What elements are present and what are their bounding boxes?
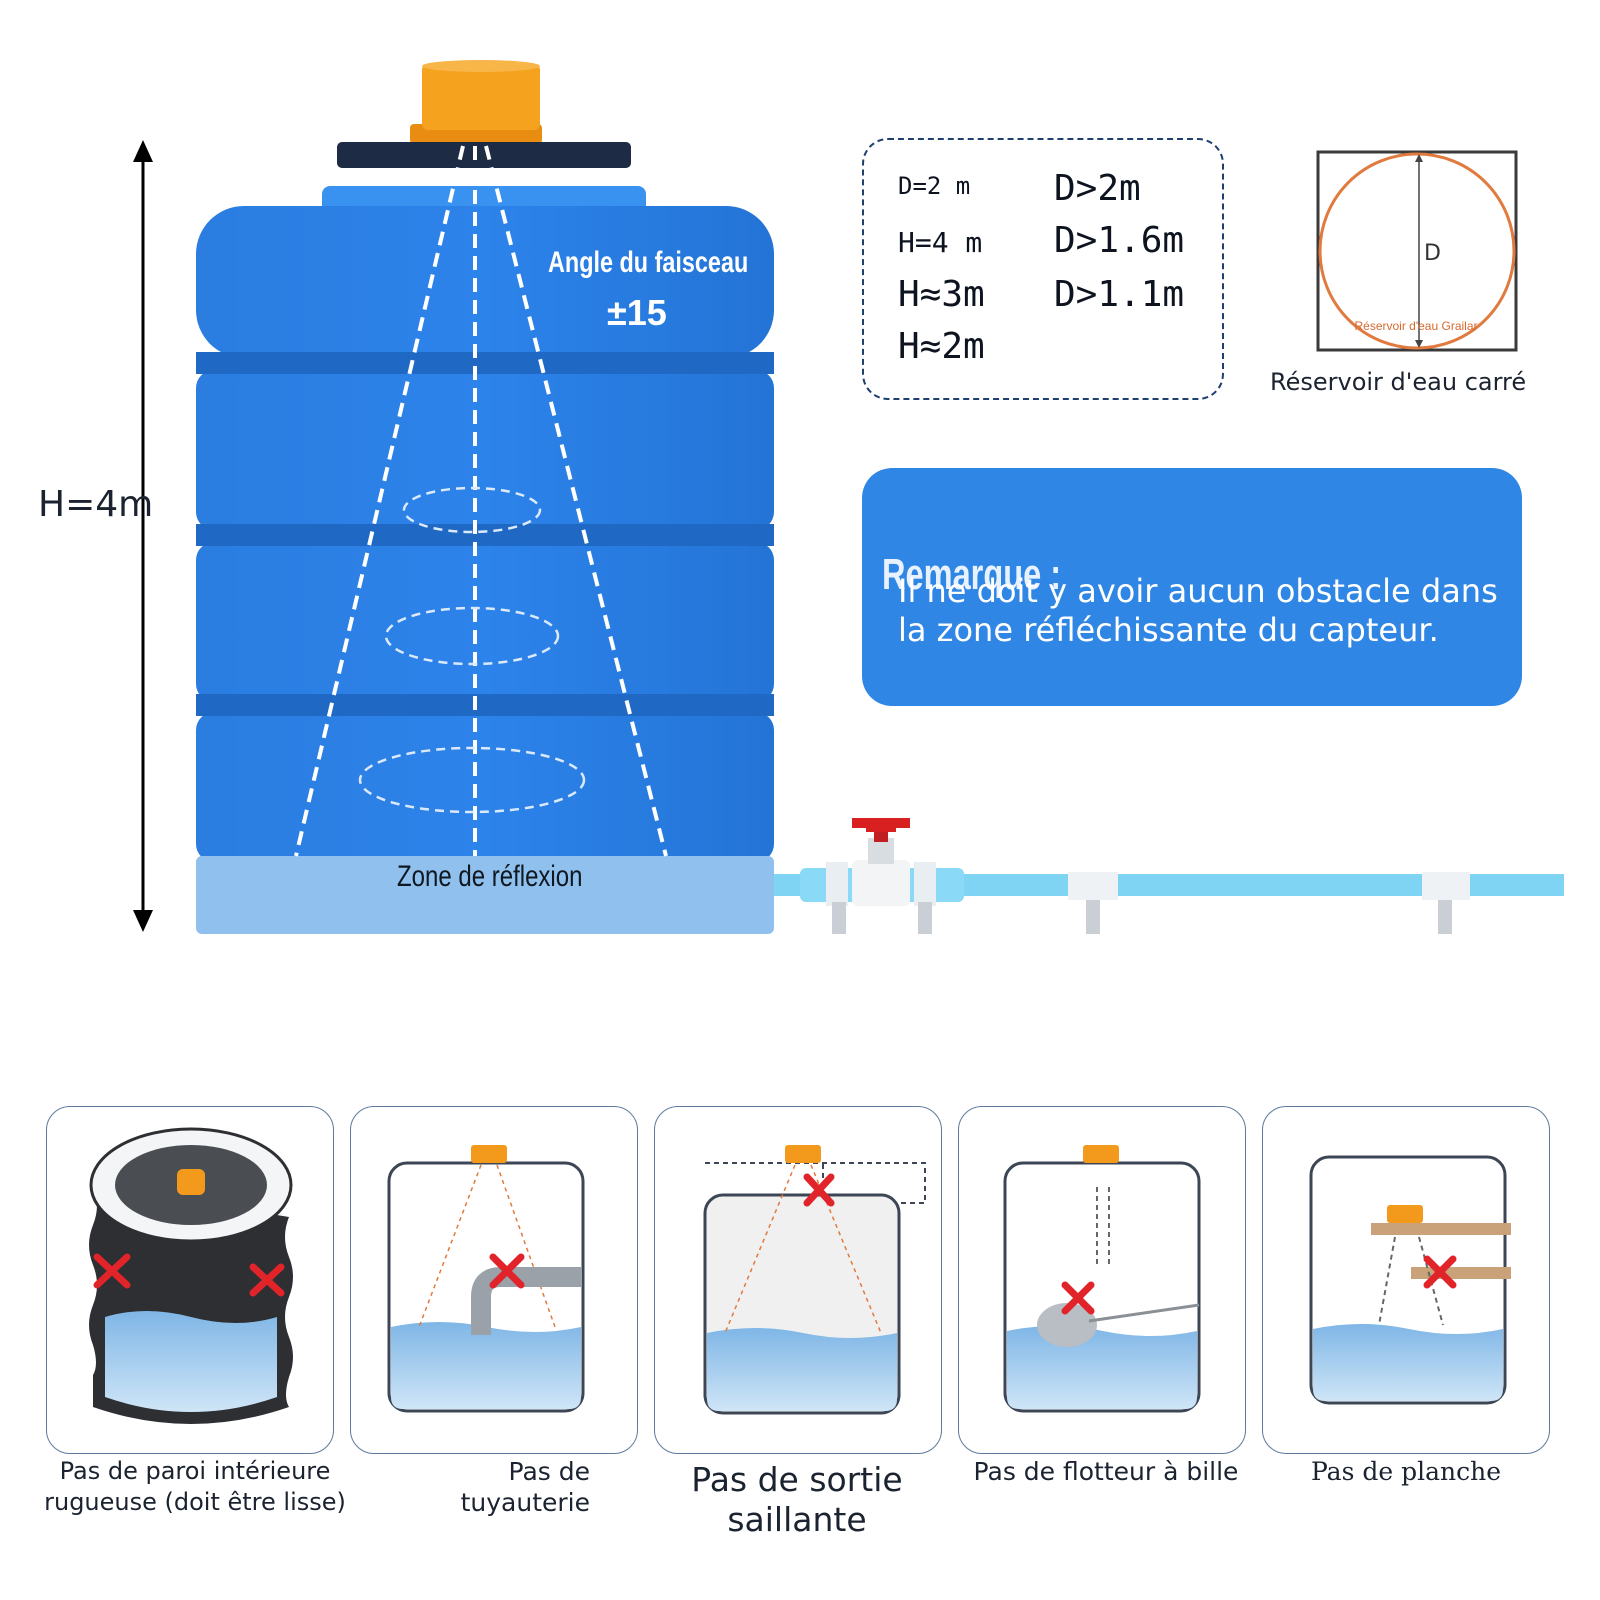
panel-piping	[350, 1106, 638, 1454]
spec-row-3-right: D>1.1m	[1054, 274, 1185, 315]
remark-text: Il ne doit y avoir aucun obstacle dans l…	[898, 572, 1498, 649]
square-tank-icon	[1316, 150, 1518, 352]
height-arrow	[133, 140, 153, 932]
spec-row-2-right: D>1.6m	[1054, 220, 1185, 261]
ultrasonic-sensor-icon	[410, 60, 542, 144]
caption-ball-float: Pas de flotteur à bille	[973, 1457, 1239, 1486]
panel-rough-wall	[46, 1106, 334, 1454]
piping-tank-icon	[387, 1145, 585, 1413]
height-label: H=4m	[38, 484, 154, 525]
cross-icon	[803, 1173, 835, 1207]
spec-row-2-left: H=4 m	[898, 226, 983, 259]
beam-cone	[294, 145, 668, 857]
caption-protruding-outlet: Pas de sortie saillante	[691, 1460, 903, 1539]
protruding-outlet-tank-icon	[703, 1145, 926, 1415]
beam-angle-title: Angle du faisceau	[548, 246, 749, 279]
caption-rough-wall: Pas de paroi intérieure rugueuse (doit ê…	[44, 1457, 346, 1516]
square-tank-diameter: D	[1424, 241, 1441, 266]
square-tank-brand: Réservoir d'eau Grailar	[1354, 319, 1477, 333]
caption-piping: Pas de tuyauterie	[460, 1457, 590, 1517]
panel-ball-float	[958, 1106, 1246, 1454]
panel-protruding-outlet	[654, 1106, 942, 1454]
remark-title: Remarque :	[882, 550, 1062, 599]
reflection-zone-label: Zone de réflexion	[397, 860, 583, 893]
outlet-pipe	[774, 862, 1564, 934]
panel-plank	[1262, 1106, 1550, 1454]
caption-plank: Pas de planche	[1310, 1457, 1502, 1486]
cross-icon	[1061, 1281, 1095, 1315]
remark-box: Remarque : Il ne doit y avoir aucun obst…	[862, 468, 1522, 706]
cross-icon	[93, 1253, 285, 1297]
valve-icon	[852, 818, 910, 906]
tank-lid	[337, 142, 631, 168]
water-tank	[196, 186, 774, 934]
reflection-zone	[196, 856, 774, 934]
beam-angle-value: ±15	[607, 292, 667, 333]
spec-row-4-left: H≈2m	[898, 326, 985, 367]
spec-row-1-left: D=2 m	[898, 172, 971, 200]
spec-table: D=2 m D>2m H=4 m D>1.6m H≈3m D>1.1m H≈2m	[862, 138, 1224, 400]
spec-row-3-left: H≈3m	[898, 274, 985, 315]
spec-row-1-right: D>2m	[1054, 168, 1141, 209]
cross-icon	[1423, 1255, 1457, 1289]
cross-icon	[489, 1253, 525, 1289]
ball-float-tank-icon	[1003, 1145, 1201, 1413]
rough-wall-tank-icon	[89, 1127, 293, 1424]
square-tank-caption: Réservoir d'eau carré	[1270, 368, 1527, 396]
plank-tank-icon	[1309, 1155, 1511, 1405]
